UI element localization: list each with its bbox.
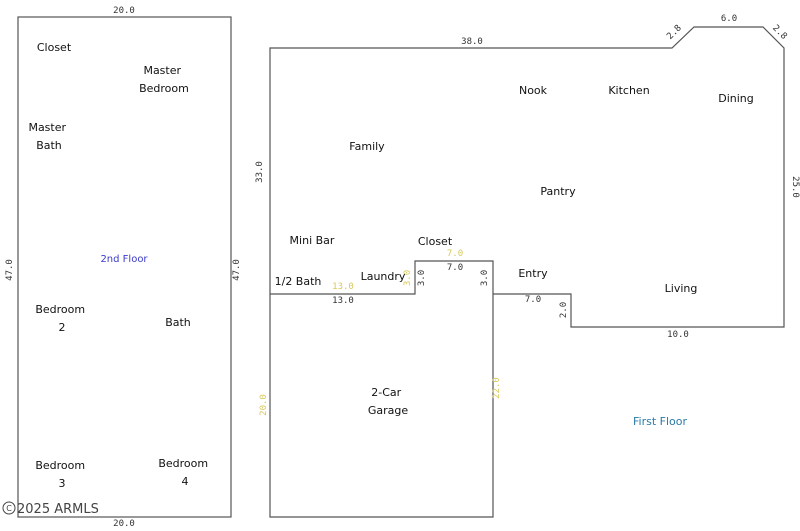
dim-closet-left: 3.0 xyxy=(417,270,427,286)
room-closet-2nd: Closet xyxy=(37,41,72,54)
dim-closet-top: 7.0 xyxy=(447,263,463,273)
room-master-bath: Master Bath xyxy=(28,121,69,152)
dim-garage-left: 20.0 xyxy=(259,394,269,416)
floor-label-2nd: 2nd Floor xyxy=(100,254,148,265)
room-dining: Dining xyxy=(718,92,754,105)
dim-entry-wall: 7.0 xyxy=(525,295,541,305)
dim-entry-step: 2.0 xyxy=(559,302,569,318)
dim-2nd-top: 20.0 xyxy=(113,6,135,16)
dim-laundry-wall-yellow: 13.0 xyxy=(332,282,354,292)
room-family: Family xyxy=(349,140,385,153)
second-floor-outline xyxy=(17,16,232,518)
first-floor-outline xyxy=(269,26,785,518)
dim-1st-left: 33.0 xyxy=(255,161,265,183)
floor-label-1st: First Floor xyxy=(633,415,687,428)
dim-closet-right: 3.0 xyxy=(480,270,490,286)
room-bath-2nd: Bath xyxy=(165,316,191,329)
room-kitchen: Kitchen xyxy=(608,84,649,97)
room-half-bath: 1/2 Bath xyxy=(275,275,322,288)
dim-2nd-right: 47.0 xyxy=(232,259,242,281)
dim-1st-top-right: 6.0 xyxy=(721,14,737,24)
room-bedroom-2: Bedroom 2 xyxy=(35,303,88,334)
room-living: Living xyxy=(665,282,698,295)
room-nook: Nook xyxy=(519,84,548,97)
room-bedroom-4: Bedroom 4 xyxy=(158,457,211,488)
room-mini-bar: Mini Bar xyxy=(290,234,335,247)
room-laundry: Laundry xyxy=(361,270,406,283)
dim-closet-left-yellow: 3.0 xyxy=(403,270,413,286)
dim-garage-right: 22.0 xyxy=(492,377,502,399)
room-bedroom-3: Bedroom 3 xyxy=(35,459,88,490)
room-entry: Entry xyxy=(518,267,548,280)
room-master-bedroom: Master Bedroom xyxy=(139,64,189,95)
dim-laundry-wall: 13.0 xyxy=(332,296,354,306)
dim-closet-top-yellow: 7.0 xyxy=(447,249,463,259)
copyright-icon xyxy=(2,501,16,515)
dim-living-bottom: 10.0 xyxy=(667,330,689,340)
interior-wall-laundry-closet xyxy=(270,260,494,295)
dim-2nd-left: 47.0 xyxy=(5,259,15,281)
second-floor: 20.0 20.0 47.0 47.0 Closet Master Bedroo… xyxy=(5,6,242,529)
copyright-glyph: C xyxy=(6,504,12,513)
watermark: C 2025 ARMLS xyxy=(2,501,99,517)
room-pantry: Pantry xyxy=(540,185,576,198)
dim-2nd-bottom: 20.0 xyxy=(113,519,135,529)
dim-1st-right: 25.0 xyxy=(790,176,800,198)
room-closet-1st: Closet xyxy=(418,235,453,248)
watermark-text: 2025 ARMLS xyxy=(17,502,99,517)
dim-1st-top: 38.0 xyxy=(461,37,483,47)
room-garage: 2-Car Garage xyxy=(368,386,409,417)
first-floor: 38.0 2.8 6.0 2.8 25.0 33.0 13.0 13.0 7.0… xyxy=(255,14,800,518)
dim-1st-angle-right: 2.8 xyxy=(770,23,789,42)
